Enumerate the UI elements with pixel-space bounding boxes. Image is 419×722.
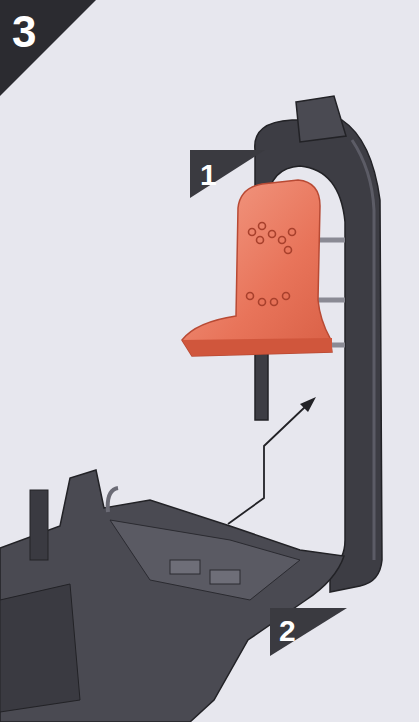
step-number: 3 [12, 10, 36, 54]
base-side [0, 584, 80, 712]
base-post [30, 490, 48, 560]
callout-number: 1 [200, 160, 217, 190]
seat [182, 180, 332, 356]
headrest [296, 96, 346, 142]
assembly-arrow [228, 406, 306, 524]
arrow-head [300, 397, 316, 412]
callout-flag [190, 150, 265, 198]
step-corner [0, 0, 96, 96]
seat-holes [247, 223, 296, 306]
base-detail [210, 570, 240, 584]
base-detail [170, 560, 200, 574]
callout-flag [270, 608, 347, 656]
callout-number: 2 [279, 616, 296, 646]
seat-lip [182, 338, 332, 356]
base-pipe [108, 488, 118, 512]
base-tub [0, 470, 344, 722]
frame-highlight [352, 140, 374, 560]
base-floor [110, 520, 300, 600]
